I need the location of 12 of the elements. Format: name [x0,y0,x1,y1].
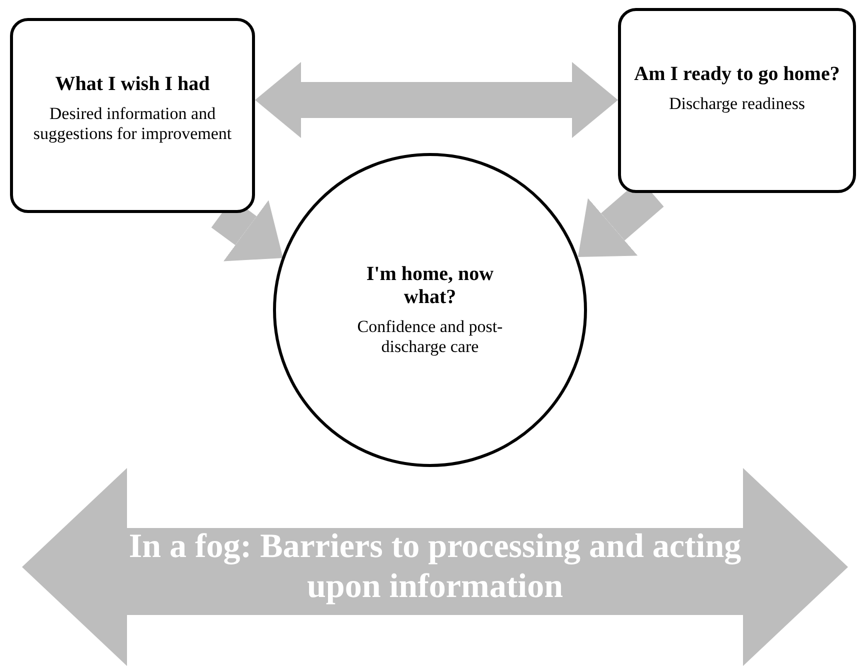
node-text: Discharge readiness [668,94,806,114]
node-title: I'm home, now what? [365,263,495,309]
rounded-box [618,8,856,193]
arrow [211,198,283,262]
node-text: Confidence and post-discharge care [356,317,504,357]
node-text: Desired information and suggestions for improvement [32,104,233,144]
node-title: What I wish I had [55,73,210,96]
double-arrow-shape [22,468,848,666]
node-title: Am I ready to go home? [634,63,840,86]
rounded-box [10,18,255,213]
arrow [255,62,618,138]
arrow-text: In a fog: Barriers to processing and acting upon information [128,527,742,607]
